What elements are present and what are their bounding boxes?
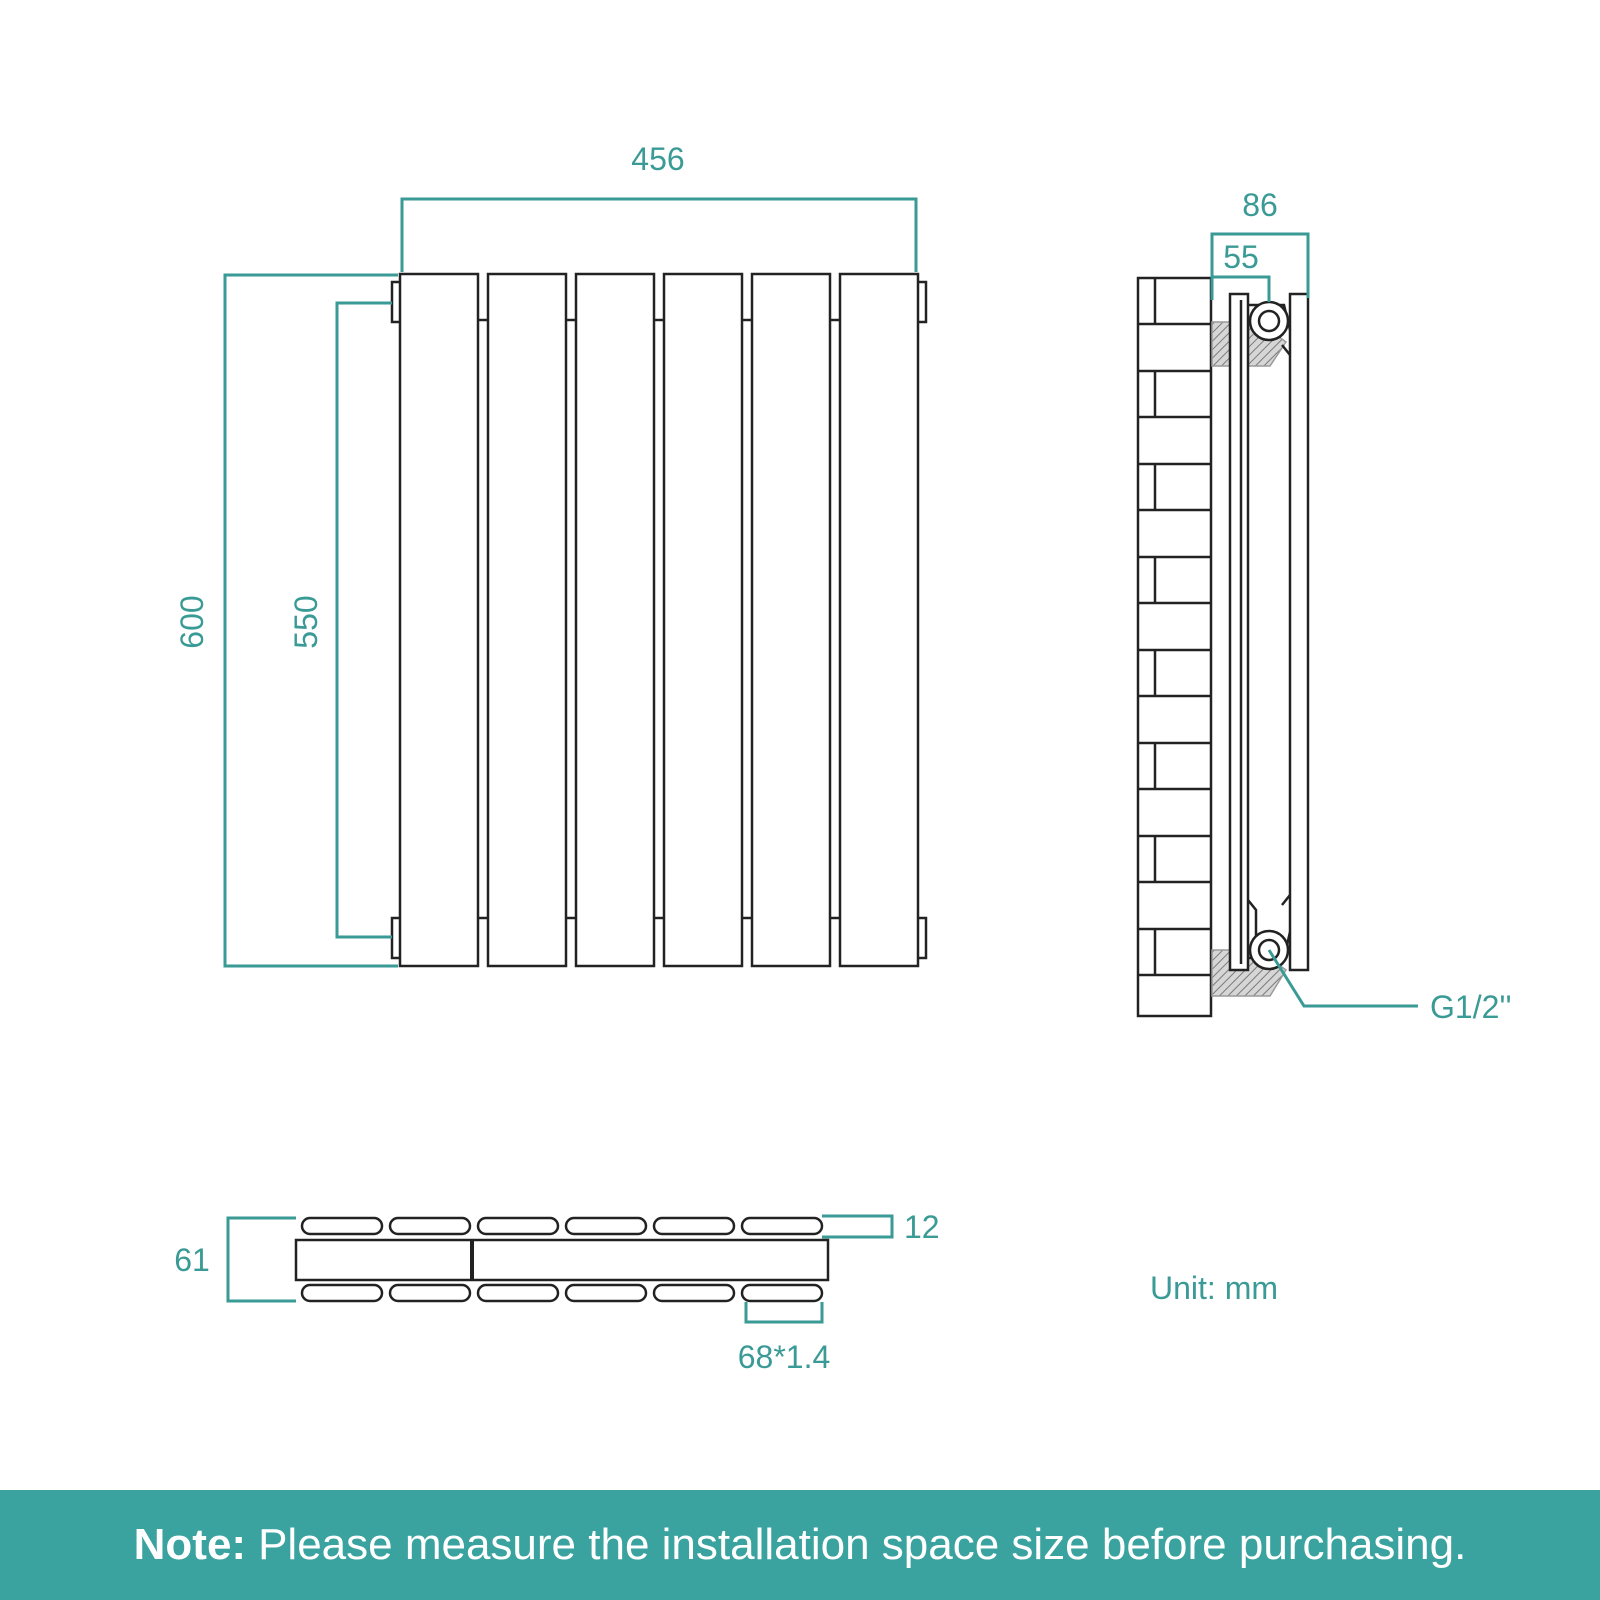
- radiator-panel-3: [574, 272, 656, 968]
- gap-dimension-line: [822, 1214, 894, 1239]
- width-dimension-line: [400, 197, 918, 272]
- depth-dimension-line: [1210, 232, 1310, 300]
- side-collector: [1248, 303, 1292, 960]
- note-label: Note:: [133, 1520, 247, 1569]
- inner-label: 55: [1223, 239, 1259, 275]
- side-view: 86 55 G1/2'': [1136, 187, 1512, 1025]
- height-dimension-line: [223, 273, 398, 968]
- radiator-panel-6: [838, 272, 920, 968]
- depth-label: 86: [1242, 187, 1278, 223]
- side-back-panel: [1228, 292, 1250, 972]
- gap-label: 12: [904, 1209, 940, 1245]
- connection-leader-line: [1267, 949, 1418, 1008]
- connection-label: G1/2'': [1430, 989, 1512, 1025]
- technical-drawing: 456 600 550: [174, 141, 1512, 1375]
- width-label: 456: [631, 141, 684, 177]
- height-label: 600: [174, 595, 210, 648]
- inner-dimension-line: [1210, 275, 1271, 302]
- radiator-panel-2: [486, 272, 568, 968]
- radiator-panel-1: [398, 272, 480, 968]
- center-distance-label: 550: [288, 595, 324, 648]
- tube-dimension-line: [744, 1302, 824, 1324]
- top-depth-dimension-line: [226, 1216, 296, 1303]
- brick-wall: [1136, 276, 1213, 1018]
- tube-label: 68*1.4: [738, 1339, 831, 1375]
- top-depth-label: 61: [174, 1242, 210, 1278]
- note-banner: Note: Please measure the installation sp…: [0, 1490, 1600, 1600]
- top-view-tubes-upper: [300, 1216, 824, 1236]
- front-header-bars: [478, 318, 840, 920]
- side-front-panel: [1288, 292, 1310, 972]
- front-view: 456 600 550: [174, 141, 928, 968]
- top-view-tubes-lower: [300, 1283, 824, 1303]
- radiator-panel-5: [750, 272, 832, 968]
- note-text: Please measure the installation space si…: [258, 1520, 1467, 1569]
- center-distance-line: [335, 301, 392, 939]
- unit-label: Unit: mm: [1150, 1270, 1278, 1306]
- top-view: 61 12 68*1.4: [174, 1209, 939, 1375]
- top-view-header: [294, 1238, 830, 1282]
- radiator-panel-4: [662, 272, 744, 968]
